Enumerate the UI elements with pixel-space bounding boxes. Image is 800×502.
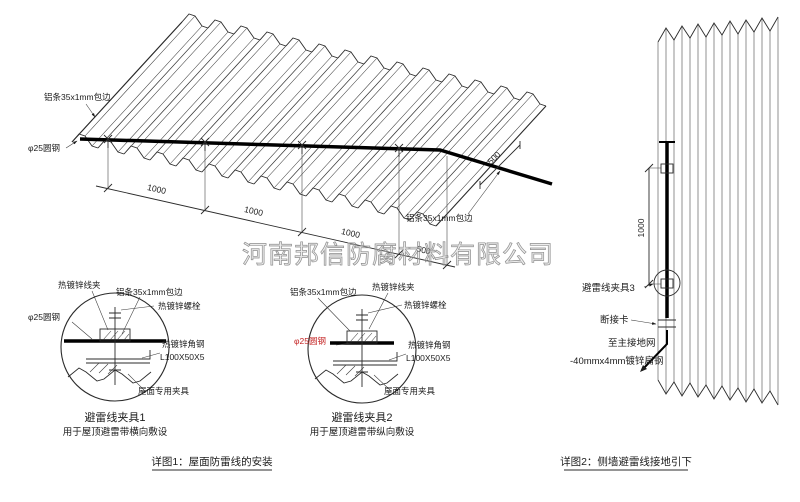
- lightning-wire-roof: [79, 137, 553, 186]
- wall-elevation-view: 1000 避雷线夹具3 断接卡 至主接地网 -40mmx4mm镀锌扁钢: [570, 16, 779, 406]
- detail2-label-roof-fixture: 屋面专用夹具: [384, 386, 436, 396]
- detail2-title: 避雷线夹具2: [331, 410, 392, 424]
- roof-round-steel-label: φ25圆钢: [28, 143, 60, 153]
- wall-clamp3-label: 避雷线夹具3: [582, 282, 635, 294]
- wall-dimension: 1000: [636, 163, 661, 289]
- detail1-circle: [60, 292, 170, 402]
- detail1-label-alu-strip: 铝条35x1mm包边: [116, 287, 183, 297]
- detail-view-clamp1: 热镀锌线夹 铝条35x1mm包边 热镀锌螺栓 φ25圆钢 热镀锌角钢 L100X…: [28, 280, 205, 438]
- roof-isometric-view: 1000 1000 1000 500 500 铝条35x1mm包边 φ25圆钢 …: [28, 13, 553, 270]
- dim-ticks: [103, 183, 452, 270]
- detail-view-clamp2: 铝条35x1mm包边 热镀锌线夹 热镀锌螺栓 φ25圆钢 热镀锌角钢 L100X…: [290, 282, 451, 438]
- dim-label-1: 1000: [146, 182, 167, 196]
- ground-direction-arrow: [640, 365, 647, 372]
- dim-label-3: 1000: [340, 226, 361, 240]
- wall-top-edge: [657, 16, 779, 43]
- detail1-roof-sheet-profile: [67, 367, 152, 384]
- dim-line: [95, 185, 456, 268]
- detail2-angle-steel: [333, 352, 398, 366]
- wall-bottom-edge: [657, 379, 779, 406]
- leader-round-steel: [65, 140, 78, 149]
- wall-dim-extensions: [649, 167, 661, 285]
- detail1-clamp-hatch: [102, 330, 130, 341]
- detail2-label-wire-clamp: 热镀锌线夹: [372, 282, 415, 292]
- dim-label-2: 1000: [243, 204, 264, 218]
- roof-strip-label-right: 铝条35x1mm包边: [406, 213, 473, 223]
- wall-clamp-lower: [660, 278, 674, 289]
- detail1-angle-hatch: [89, 362, 118, 375]
- detail2-clamp-hatch: [349, 332, 377, 343]
- detail1-label-angle-steel: 热镀锌角钢: [162, 339, 205, 349]
- wall-ground-label: 至主接地网: [608, 337, 656, 349]
- detail1-label-wire-clamp: 热镀锌线夹: [58, 280, 101, 290]
- detail1-title: 避雷线夹具1: [84, 410, 145, 424]
- roof-dimension-chain: 1000 1000 1000 500: [95, 144, 456, 270]
- detail2-subtitle: 用于屋顶避雷带纵向敷设: [310, 426, 415, 438]
- leader-clamp3: [643, 283, 654, 288]
- detail1-label-bolt: 热镀锌螺栓: [158, 301, 201, 311]
- wall-clamp-callout-circle: [653, 269, 681, 297]
- caption-detail1: 详图1：屋面防雷线的安装: [151, 455, 273, 468]
- dim-label-4: 500: [416, 244, 432, 257]
- caption-detail2: 详图2：侧墙避雷线接地引下: [560, 455, 692, 468]
- wall-dim-line: [644, 163, 654, 289]
- company-watermark: 河南邦信防腐材料有限公司: [242, 241, 554, 269]
- detail2-angle-hatch: [336, 364, 365, 377]
- detail2-label-bolt: 热镀锌螺栓: [404, 300, 447, 310]
- wall-flat-steel-label: -40mmx4mm镀锌扁钢: [570, 355, 663, 367]
- detail2-circle: [307, 294, 417, 404]
- wall-disconnect-label: 断接卡: [600, 314, 629, 326]
- roof-strip-label-top: 铝条35x1mm包边: [44, 92, 111, 102]
- roof-wire-clamps: [103, 134, 404, 157]
- detail2-label-round-steel: φ25圆钢: [294, 336, 326, 346]
- detail1-leader-lines: [71, 290, 161, 391]
- detail2-bolt: [356, 309, 368, 387]
- wall-corrugation-lines: [657, 17, 779, 405]
- disconnect-link: [658, 319, 676, 328]
- leader-strip-right: [467, 170, 501, 215]
- wall-dim-label: 1000: [636, 218, 646, 237]
- detail2-label-angle-steel: 热镀锌角钢: [408, 340, 451, 350]
- detail1-label-roof-fixture: 屋面专用夹具: [138, 386, 190, 396]
- edge-dim-line: [479, 141, 521, 189]
- detail1-label-angle-spec: L100X50X5: [160, 352, 205, 362]
- flat-steel-conductor: [641, 330, 668, 371]
- leader-strip-top: [85, 103, 96, 118]
- detail2-label-angle-spec: L100X50X5: [406, 353, 451, 363]
- roof-ridge: [409, 91, 547, 227]
- wall-clamp-upper: [660, 163, 674, 174]
- detail1-angle-steel: [86, 350, 151, 364]
- leader-disconnect: [630, 319, 657, 325]
- dim-extension-lines: [107, 144, 448, 265]
- detail2-leader-lines: [317, 292, 407, 391]
- detail1-bolt: [109, 307, 121, 385]
- detail1-label-round-steel: φ25圆钢: [28, 312, 60, 322]
- figure-captions: 详图1：屋面防雷线的安装 详图2：侧墙避雷线接地引下: [151, 455, 692, 471]
- detail2-label-alu-strip: 铝条35x1mm包边: [290, 287, 357, 297]
- detail1-subtitle: 用于屋顶避雷带横向敷设: [63, 426, 168, 438]
